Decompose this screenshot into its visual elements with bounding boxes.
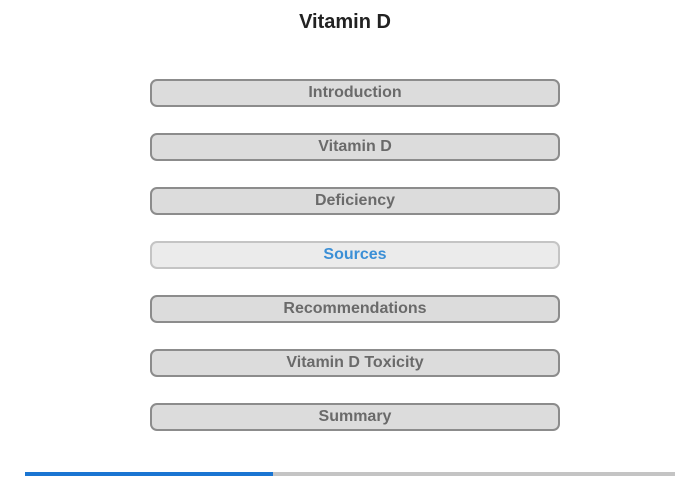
menu-item-vitamin-d-toxicity[interactable]: Vitamin D Toxicity: [150, 349, 560, 377]
menu-item-sources[interactable]: Sources: [150, 241, 560, 269]
page-title: Vitamin D: [299, 11, 391, 33]
progress-bar-fill: [25, 472, 274, 476]
menu-item-deficiency[interactable]: Deficiency: [150, 187, 560, 215]
menu-item-summary[interactable]: Summary: [150, 403, 560, 431]
menu-item-introduction[interactable]: Introduction: [150, 79, 560, 107]
menu-item-vitamin-d[interactable]: Vitamin D: [150, 133, 560, 161]
progress-bar: [25, 472, 675, 476]
menu-item-recommendations[interactable]: Recommendations: [150, 295, 560, 323]
section-menu: Introduction Vitamin D Deficiency Source…: [150, 79, 560, 457]
